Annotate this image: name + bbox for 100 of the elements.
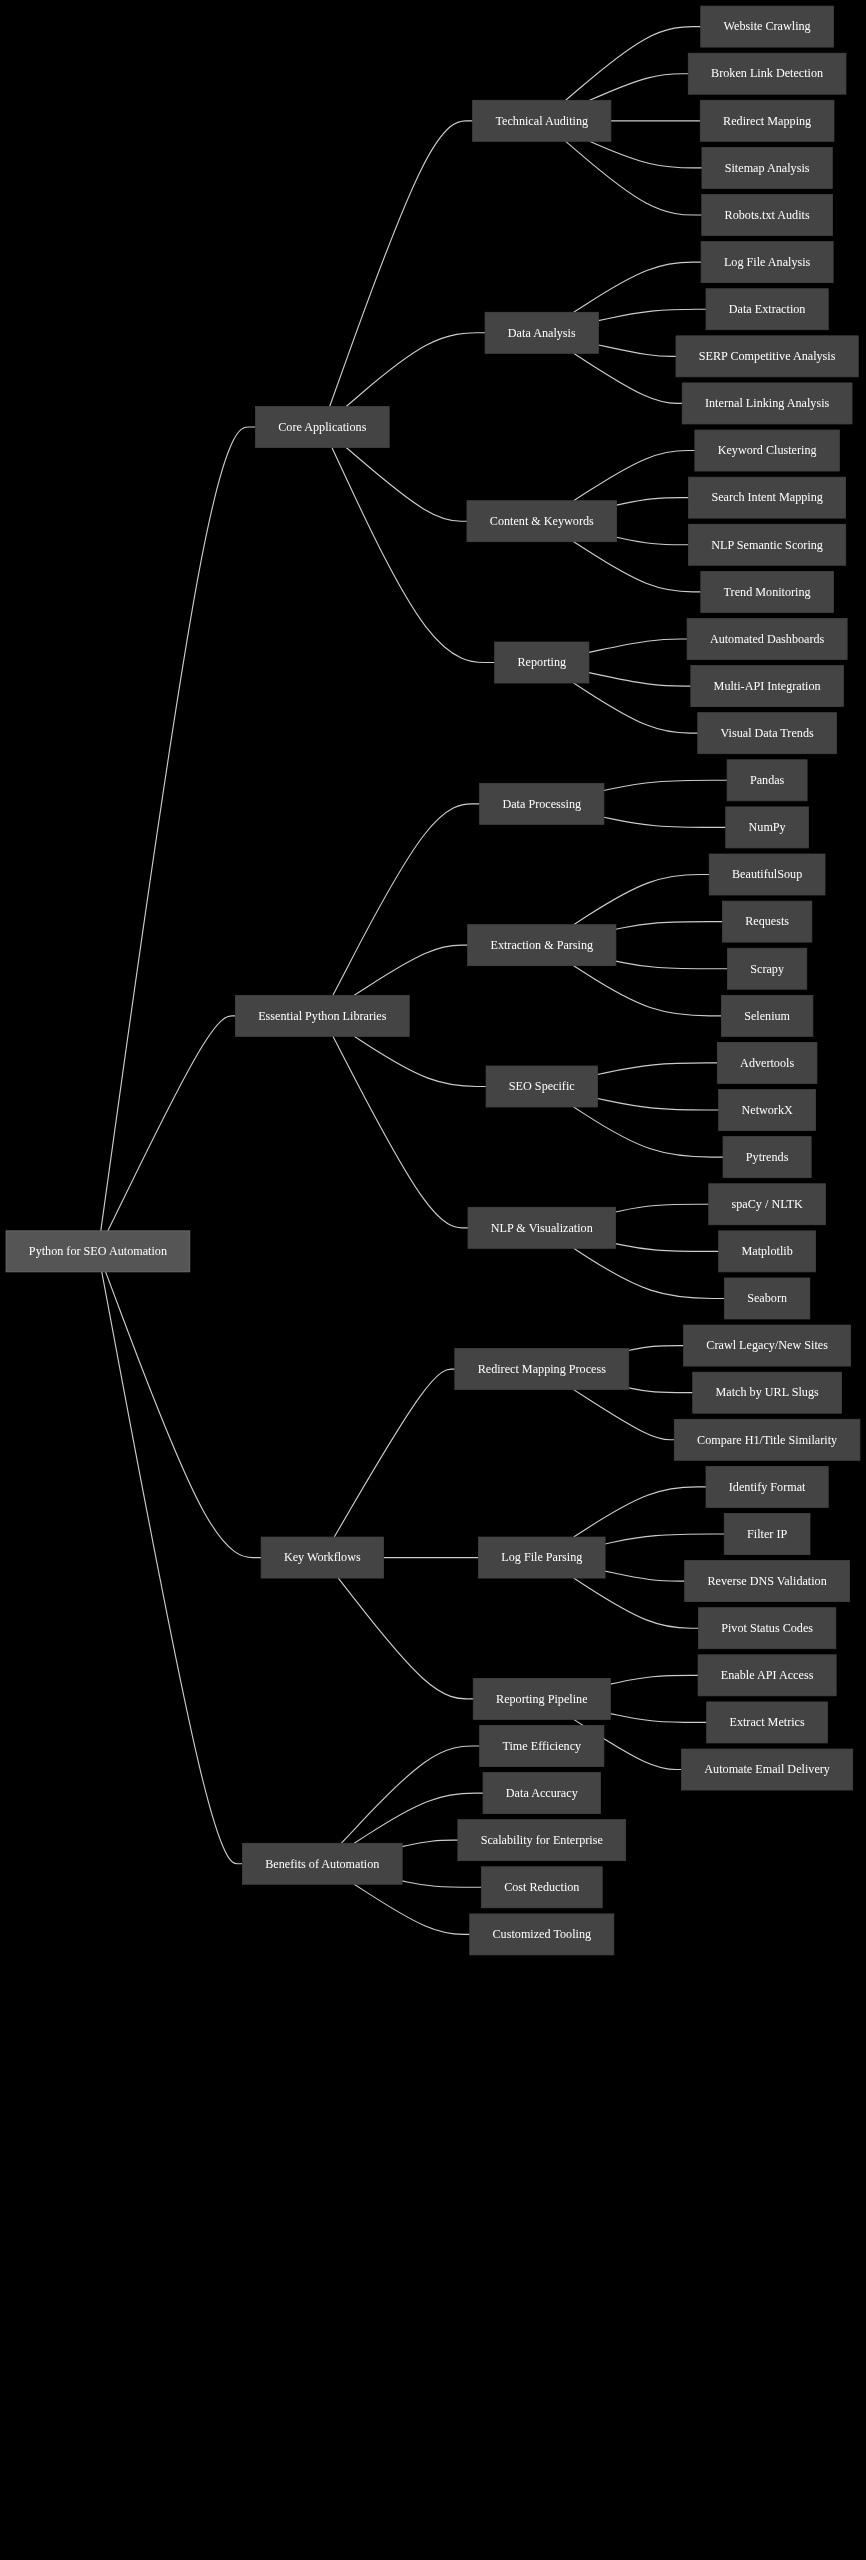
node-box: Log File Analysis: [700, 241, 834, 283]
node-box: Crawl Legacy/New Sites: [683, 1324, 852, 1367]
connector: [573, 1486, 707, 1538]
node-box: Sitemap Analysis: [701, 147, 833, 189]
connector: [609, 1674, 699, 1685]
node-box: Redirect Mapping Process: [454, 1348, 630, 1391]
node-box: Match by URL Slugs: [692, 1371, 842, 1414]
connector: [401, 1880, 482, 1888]
node-box: BeautifulSoup: [708, 853, 826, 896]
connector: [588, 638, 688, 653]
connector: [588, 672, 692, 687]
connector: [614, 1203, 710, 1213]
connector: [353, 1792, 484, 1844]
connector: [628, 1345, 685, 1352]
connector: [382, 1557, 480, 1559]
connector: [565, 26, 702, 101]
node-box: Automated Dashboards: [686, 618, 848, 660]
node-box: Content & Keywords: [466, 500, 617, 543]
connector: [332, 803, 481, 996]
connector: [603, 779, 728, 792]
node-box: Filter IP: [723, 1513, 811, 1555]
connector: [353, 1883, 471, 1935]
connector: [573, 541, 702, 593]
node-box: Data Accuracy: [482, 1772, 601, 1814]
connector: [329, 120, 474, 408]
node-box: Compare H1/Title Similarity: [673, 1418, 861, 1461]
connector: [596, 1097, 720, 1111]
connector: [401, 1839, 459, 1848]
connector: [332, 1035, 469, 1229]
node-box: NetworkX: [718, 1089, 816, 1131]
node-box: Benefits of Automation: [242, 1842, 403, 1885]
node-box: Automate Email Delivery: [681, 1748, 854, 1791]
connector: [353, 1035, 487, 1088]
connector: [107, 1015, 236, 1232]
connector: [604, 1570, 686, 1582]
node-box: Time Efficiency: [479, 1725, 605, 1767]
node-box: Visual Data Trends: [697, 712, 837, 755]
node-box: Essential Python Libraries: [235, 994, 410, 1037]
connector: [573, 965, 722, 1017]
node-box: Scalability for Enterprise: [457, 1819, 627, 1862]
node-box: Keyword Clustering: [694, 429, 840, 472]
node-box: Identify Format: [705, 1466, 829, 1508]
connector: [573, 1106, 724, 1158]
connector: [345, 332, 486, 408]
connector: [614, 1243, 720, 1252]
connector: [628, 1387, 694, 1394]
connector: [615, 921, 723, 930]
node-box: Customized Tooling: [469, 1913, 615, 1956]
connector: [615, 960, 728, 970]
connector: [610, 120, 701, 122]
connector: [573, 352, 683, 404]
node-box: Data Extraction: [705, 288, 829, 331]
node-box: Scrapy: [727, 947, 808, 990]
node-box: Reporting: [494, 641, 590, 684]
node-box: SEO Specific: [485, 1065, 598, 1108]
node-box: Pytrends: [722, 1136, 812, 1179]
node-box: Broken Link Detection: [687, 52, 847, 95]
connector: [345, 446, 468, 522]
node-box: Python for SEO Automation: [5, 1230, 191, 1273]
node-box: Multi-API Integration: [690, 665, 844, 707]
connector: [589, 73, 689, 101]
connector: [100, 426, 256, 1232]
connector: [105, 1271, 262, 1559]
node-box: Website Crawling: [700, 5, 834, 48]
node-box: Cost Reduction: [480, 1866, 603, 1909]
node-box: Redirect Mapping: [699, 99, 835, 142]
node-box: Extraction & Parsing: [467, 924, 617, 967]
node-box: Technical Auditing: [472, 99, 612, 142]
node-box: spaCy / NLTK: [708, 1183, 826, 1226]
connector: [616, 497, 690, 506]
node-box: SERP Competitive Analysis: [675, 335, 859, 378]
connector: [573, 450, 696, 502]
node-box: Core Applications: [255, 406, 390, 448]
connector: [597, 308, 707, 322]
connector: [573, 873, 710, 926]
node-box: Selenium: [721, 994, 814, 1037]
node-box: Trend Monitoring: [700, 571, 834, 613]
node-box: Data Analysis: [484, 311, 599, 354]
node-box: Data Processing: [479, 782, 605, 825]
connector: [331, 446, 496, 664]
connector: [573, 261, 702, 313]
node-box: Pivot Status Codes: [698, 1607, 837, 1650]
node-box: Robots.txt Audits: [701, 194, 833, 236]
connector: [573, 682, 699, 734]
node-box: NumPy: [725, 806, 809, 849]
connector: [353, 944, 469, 996]
connector: [596, 1062, 718, 1076]
node-box: Search Intent Mapping: [688, 476, 846, 519]
node-box: Advertools: [716, 1042, 818, 1084]
node-box: Extract Metrics: [706, 1701, 828, 1744]
connector: [604, 1533, 725, 1545]
connector: [589, 140, 703, 169]
node-box: Pandas: [726, 759, 808, 802]
node-box: Seaborn: [724, 1277, 811, 1320]
connector: [101, 1271, 243, 1865]
node-box: Enable API Access: [697, 1654, 837, 1697]
connector: [609, 1713, 708, 1723]
node-box: Matplotlib: [718, 1230, 816, 1273]
node-box: Requests: [722, 900, 813, 943]
node-box: Log File Parsing: [478, 1536, 606, 1579]
